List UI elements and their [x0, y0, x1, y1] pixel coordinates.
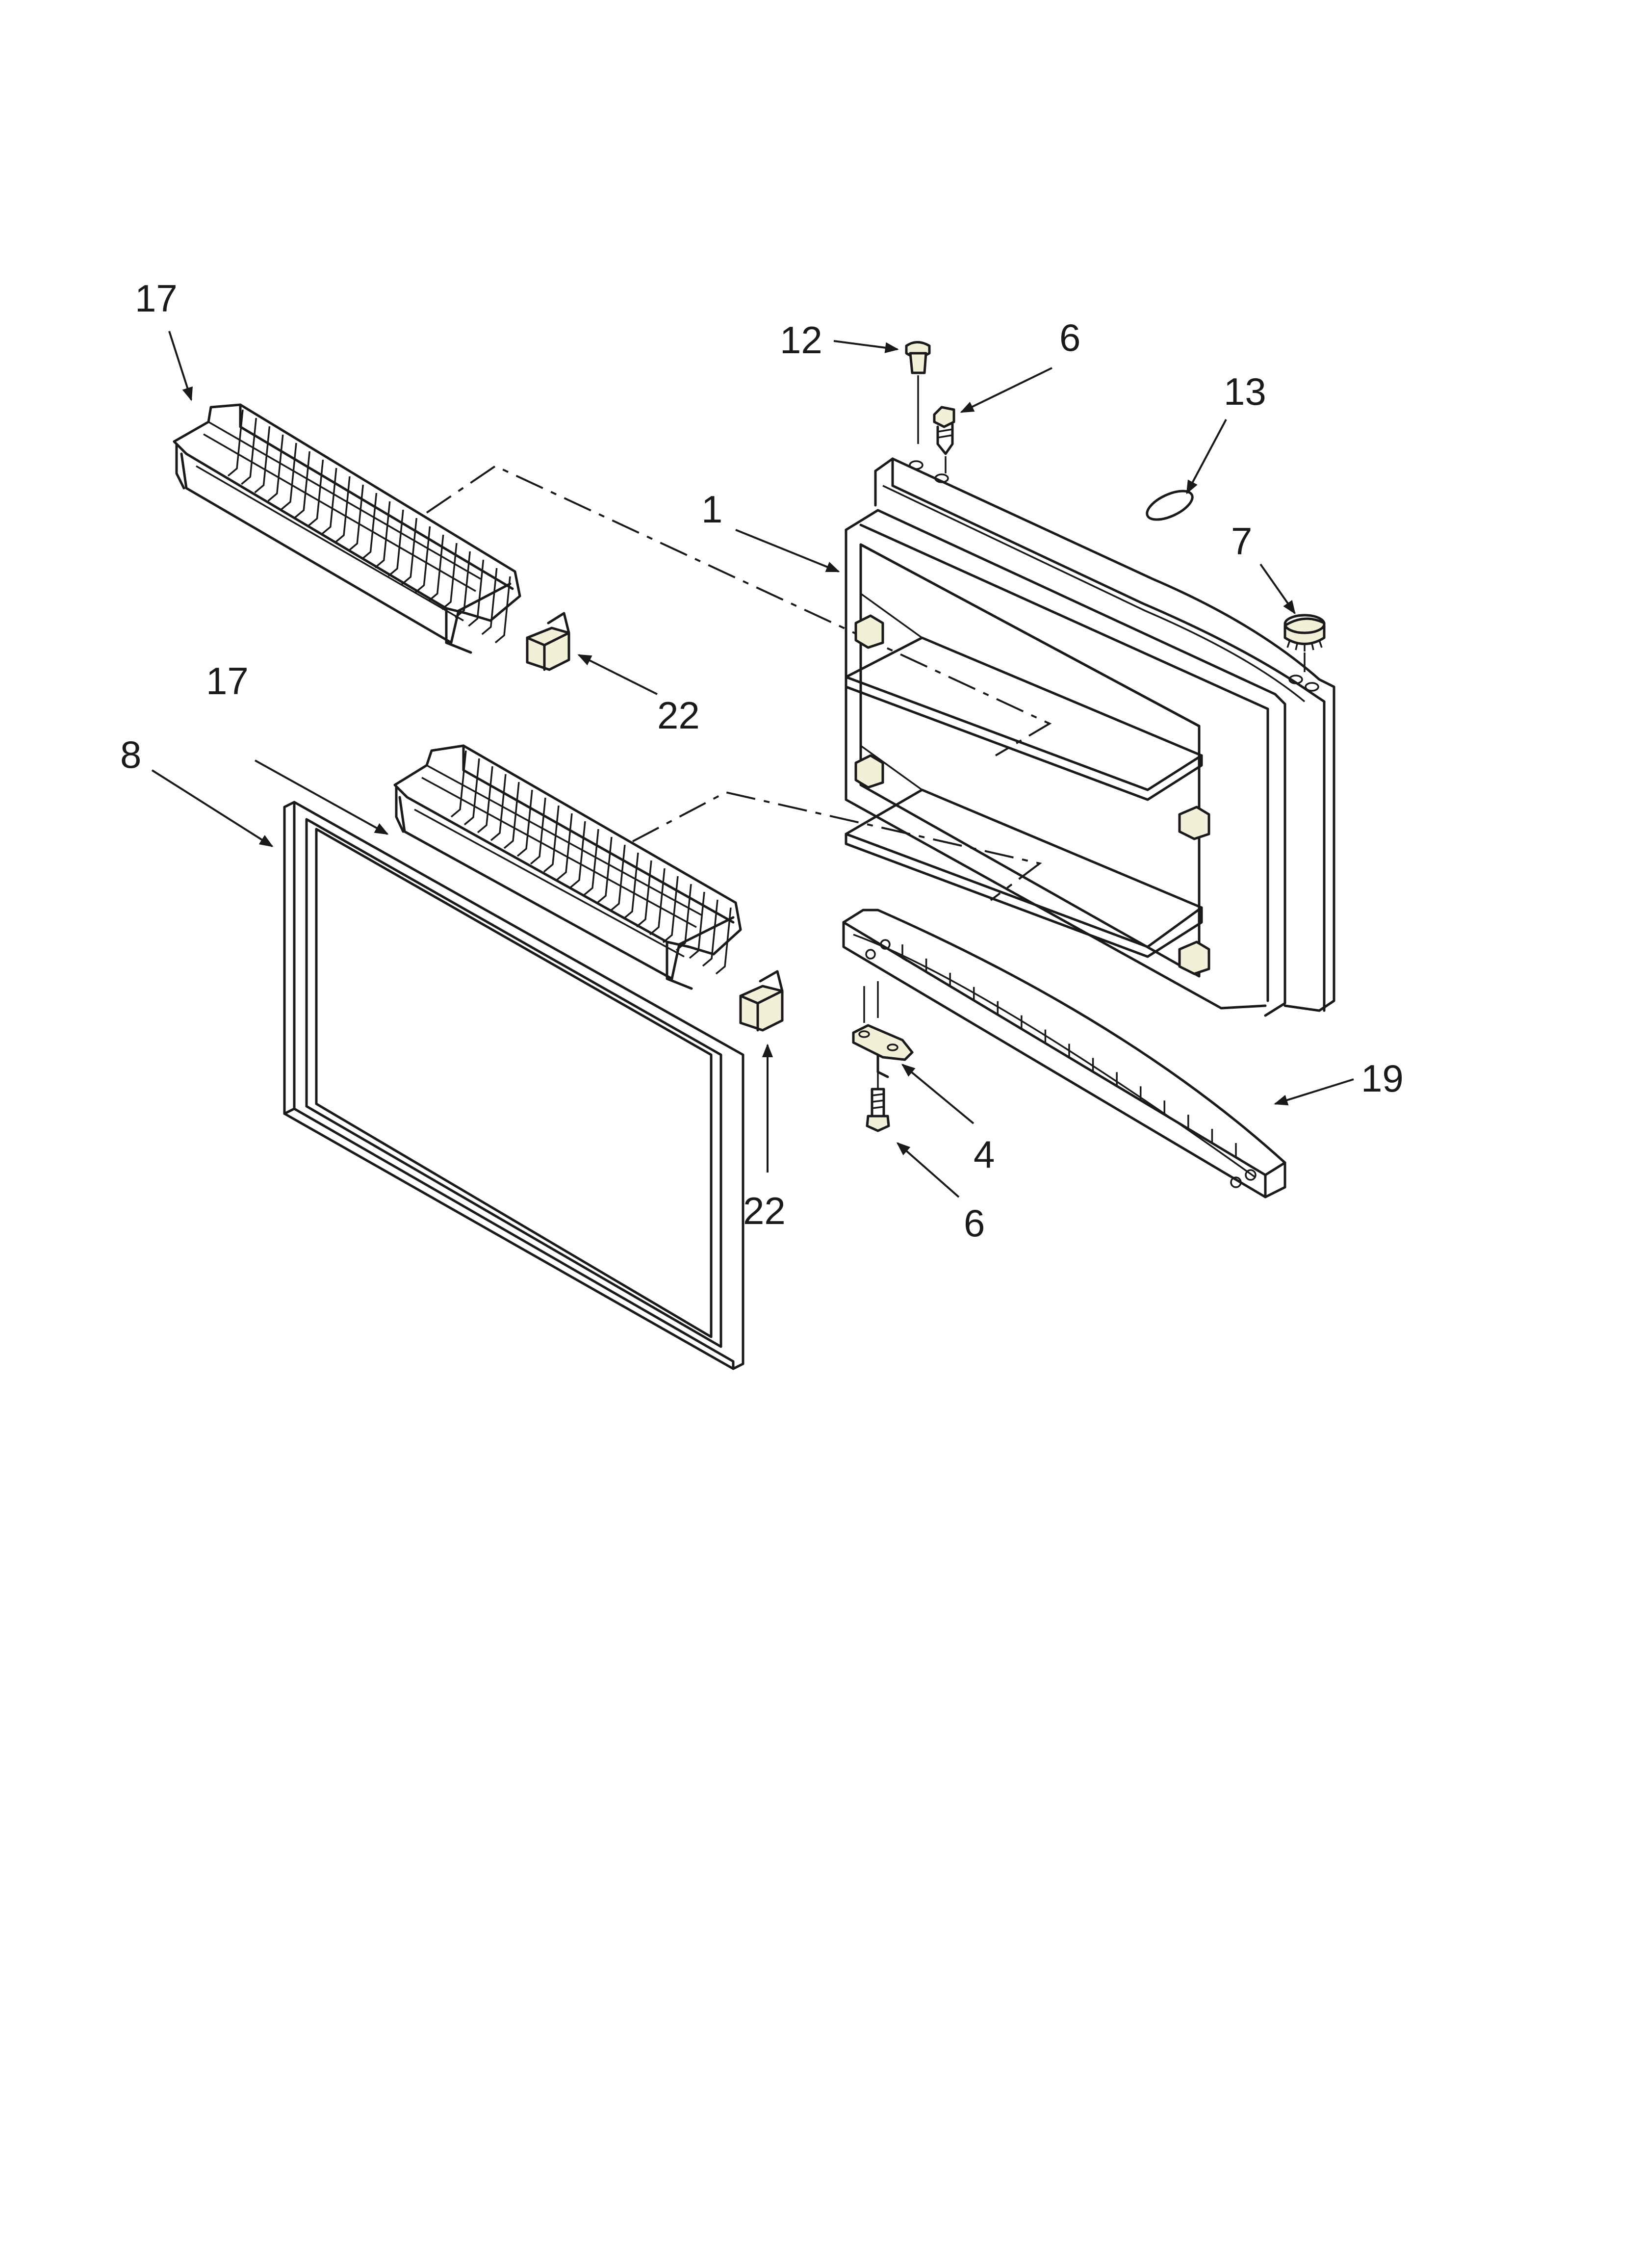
basket-wire: [503, 782, 520, 849]
basket-wire: [556, 813, 573, 881]
basket-wire: [609, 844, 626, 912]
basket-wire: [267, 434, 284, 502]
basket-wire: [455, 551, 471, 619]
basket-wire: [441, 543, 458, 610]
trim-tick: [1235, 1143, 1241, 1161]
basket-wire: [702, 899, 718, 967]
basket-wire: [428, 534, 444, 602]
basket-wire: [468, 559, 485, 627]
basket-wire: [689, 891, 705, 959]
basket-wire: [281, 443, 297, 510]
trim-tick: [925, 958, 932, 976]
callout-12: 12: [780, 318, 822, 362]
door-assembly: [845, 457, 1335, 1017]
wire-basket-lower: [393, 744, 742, 990]
callout-19: 19: [1361, 1057, 1404, 1100]
trim-tick: [1092, 1058, 1099, 1075]
trim-tick: [1163, 1100, 1170, 1118]
callout-7: 7: [1231, 520, 1252, 563]
basket-wire: [583, 829, 599, 896]
alignment-lines: [426, 465, 1052, 901]
basket-wire: [450, 750, 467, 818]
trim-tick: [901, 944, 908, 962]
callout-1: 1: [701, 488, 722, 531]
basket-wire: [675, 884, 692, 951]
screw-upper: [933, 406, 955, 473]
basket-wire: [530, 797, 546, 865]
o-ring: [1146, 490, 1194, 521]
basket-wire: [636, 860, 652, 928]
basket-wire: [387, 509, 404, 577]
screw-lower: [866, 1067, 890, 1132]
callout-labels: 17 17 22 22 8 1 12 6 13 7 19 4 6: [120, 277, 1404, 1245]
trim-tick: [997, 1001, 1003, 1019]
callout-17-upper: 17: [135, 277, 178, 320]
basket-wire: [662, 876, 679, 943]
basket-wire: [490, 774, 507, 841]
basket-wire: [321, 468, 337, 535]
callout-22-lower: 22: [743, 1189, 786, 1232]
basket-wire: [361, 493, 378, 560]
basket-wire: [414, 526, 431, 594]
hinge-bracket: [852, 981, 914, 1078]
basket-wire: [516, 789, 533, 857]
plug-12: [905, 341, 931, 444]
basket-wire: [463, 758, 480, 826]
cap: [1283, 614, 1326, 672]
trim-tick: [1068, 1043, 1075, 1062]
callout-22-upper: 22: [657, 694, 700, 737]
wire-basket-upper: [173, 403, 521, 654]
callout-6-lower: 6: [964, 1201, 985, 1245]
basket-wire: [241, 417, 257, 485]
basket-wire: [715, 907, 732, 975]
callout-13: 13: [1224, 370, 1266, 413]
clip-lower: [739, 970, 784, 1032]
basket-wire: [477, 766, 493, 834]
trim-tick: [1187, 1115, 1194, 1132]
callout-17-lower: 17: [206, 659, 249, 703]
callout-4: 4: [974, 1133, 995, 1176]
basket-wire: [254, 426, 271, 494]
basket-wire: [543, 805, 560, 873]
trim-tick: [1044, 1029, 1051, 1047]
basket-wire: [401, 518, 417, 585]
basket-wire: [294, 451, 310, 519]
door-gasket: [283, 801, 744, 1370]
basket-wire: [308, 459, 324, 527]
callout-8: 8: [120, 733, 141, 776]
trim-tick: [949, 972, 956, 991]
basket-wire: [569, 821, 586, 888]
basket-wire: [494, 576, 511, 644]
leader-lines: [151, 331, 1354, 1198]
basket-wire: [596, 836, 613, 904]
trim-tick: [1021, 1015, 1027, 1033]
trim-tick: [1211, 1129, 1218, 1147]
basket-wire: [348, 484, 364, 552]
trim-tick: [973, 987, 979, 1005]
basket-wire: [334, 476, 351, 544]
bottom-trim: [842, 909, 1286, 1199]
basket-wire: [374, 501, 391, 569]
trim-tick: [1116, 1072, 1123, 1090]
clip-upper: [526, 612, 570, 671]
basket-wire: [227, 409, 244, 477]
callout-6-upper: 6: [1059, 316, 1080, 359]
basket-wire: [649, 868, 666, 936]
basket-wire: [481, 568, 498, 635]
basket-wire: [622, 852, 639, 920]
trim-tick: [1139, 1086, 1146, 1104]
